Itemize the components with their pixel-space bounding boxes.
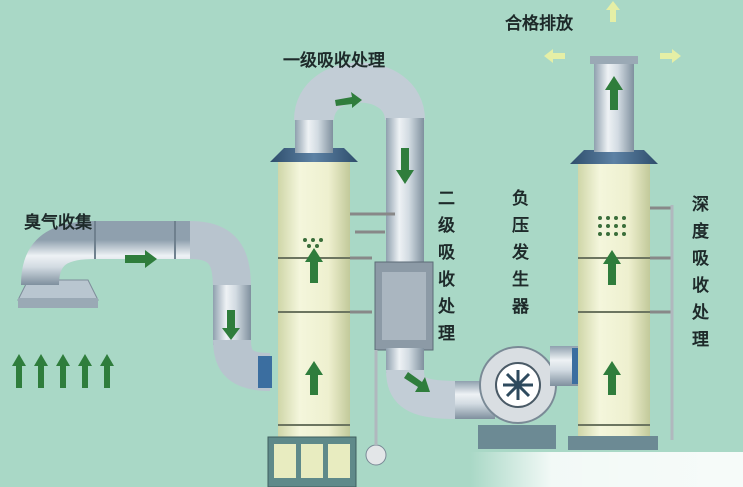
absorption-tower-1 [267,148,372,487]
centrifugal-fan-icon [478,346,582,449]
rising-odor-arrows [12,354,114,388]
odor-collection-label: 臭气收集 [24,213,92,233]
compliant-discharge-label: 合格排放 [505,14,573,34]
stage1-absorption-label: 一级吸收处理 [283,51,385,71]
stage2-absorption-label: 二 级 吸 收 处 理 [438,189,455,344]
negative-pressure-generator-label: 负 压 发 生 器 [512,189,529,317]
deep-absorption-label: 深 度 吸 收 处 理 [692,195,709,350]
absorption-tower-2 [568,56,674,450]
green-arrow-icon [12,76,623,395]
inlet-duct [21,221,272,391]
discharge-arrows [544,1,681,63]
watermark-overlay [470,452,743,487]
